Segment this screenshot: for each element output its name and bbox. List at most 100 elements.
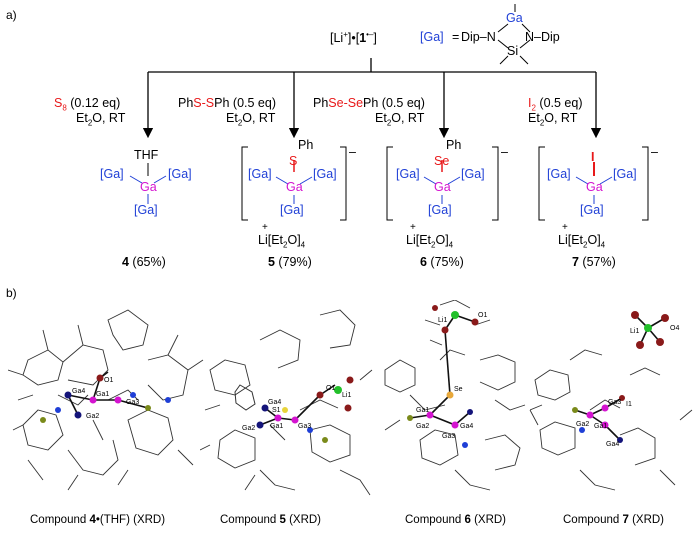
atom bbox=[344, 404, 352, 412]
atom bbox=[74, 411, 82, 419]
atom bbox=[462, 442, 468, 448]
atom-label: Ga2 bbox=[416, 423, 429, 430]
atom bbox=[661, 314, 669, 322]
product-6-yield: 6 (75%) bbox=[420, 255, 464, 269]
atom bbox=[631, 311, 639, 319]
product-5-ga-left: [Ga] bbox=[248, 167, 272, 181]
atom-label: O1 bbox=[326, 385, 335, 392]
product-5-yield: 5 (79%) bbox=[268, 255, 312, 269]
caption-compound-7: Compound 7 (XRD) bbox=[563, 514, 665, 526]
panel-b-label: b) bbox=[6, 286, 17, 300]
atom-label: Ga4 bbox=[606, 441, 619, 448]
product-5-charge: – bbox=[349, 145, 356, 159]
atom bbox=[644, 324, 652, 332]
reaction-scheme bbox=[129, 4, 649, 221]
atom bbox=[261, 404, 269, 412]
product-5-counterion: Li[Et2O]4 bbox=[258, 233, 306, 250]
atom bbox=[601, 421, 609, 429]
atom bbox=[579, 427, 585, 433]
atom-label: Li1 bbox=[342, 392, 351, 399]
xrd-structure-6: Li1 O1 Se Ga1 Ga2 Ga3 Ga4 bbox=[384, 300, 539, 491]
xrd-structure-7: Li1 O4 I1 Ga3 Ga1 Ga2 Ga4 bbox=[530, 311, 693, 491]
atom bbox=[441, 326, 449, 334]
atom bbox=[130, 392, 136, 398]
atom bbox=[346, 376, 354, 384]
atom bbox=[89, 396, 97, 404]
product-7-center-ga: Ga bbox=[586, 180, 603, 194]
atom-label: Ga1 bbox=[96, 391, 109, 398]
atom bbox=[40, 417, 46, 423]
product-6-ga-left: [Ga] bbox=[396, 167, 420, 181]
product-7-yield: 7 (57%) bbox=[572, 255, 616, 269]
atom-label: Li1 bbox=[630, 328, 639, 335]
atom bbox=[114, 396, 122, 404]
panel-a-label: a) bbox=[6, 8, 17, 22]
product-7-ga-right: [Ga] bbox=[613, 167, 637, 181]
route-1-reagent: S8 (0.12 eq) bbox=[54, 96, 121, 113]
product-6-charge: – bbox=[501, 145, 508, 159]
ring-ga-atom: Ga bbox=[506, 11, 523, 25]
product-5-ga-bottom: [Ga] bbox=[280, 203, 304, 217]
atom bbox=[407, 415, 413, 421]
product-6-ga-bottom: [Ga] bbox=[428, 203, 452, 217]
ga-definition-eq: = bbox=[452, 30, 460, 44]
product-5-s: S bbox=[289, 154, 298, 168]
atom-label: Li1 bbox=[438, 317, 447, 324]
atom bbox=[165, 397, 171, 403]
product-4-ga-bottom: [Ga] bbox=[134, 203, 158, 217]
atom bbox=[446, 391, 454, 399]
product-4-thf: THF bbox=[134, 148, 159, 162]
route-2-conditions: Et2O, RT bbox=[226, 111, 276, 128]
atom bbox=[334, 386, 342, 394]
atom bbox=[619, 395, 625, 401]
atom-label: Ga2 bbox=[242, 425, 255, 432]
atom bbox=[291, 416, 299, 424]
product-4-center-ga: Ga bbox=[140, 180, 157, 194]
atom-label: Ga1 bbox=[270, 423, 283, 430]
product-4-yield: 4 (65%) bbox=[122, 255, 166, 269]
atom-label: Ga3 bbox=[298, 423, 311, 430]
product-7-charge: – bbox=[651, 145, 658, 159]
atom-label: Se bbox=[454, 386, 463, 393]
atom bbox=[316, 391, 324, 399]
product-7-ga-left: [Ga] bbox=[547, 167, 571, 181]
product-7-ga-bottom: [Ga] bbox=[580, 203, 604, 217]
product-6-se: Se bbox=[434, 154, 450, 168]
caption-compound-5: Compound 5 (XRD) bbox=[220, 514, 322, 526]
product-4-ga-left: [Ga] bbox=[100, 167, 124, 181]
atom bbox=[256, 421, 264, 429]
atom bbox=[451, 311, 459, 319]
route-4-conditions: Et2O, RT bbox=[528, 111, 578, 128]
atom-label: I1 bbox=[626, 401, 632, 408]
atom bbox=[432, 305, 438, 311]
product-6-plus: + bbox=[410, 222, 416, 233]
caption-compound-4: Compound 4•(THF) (XRD) bbox=[30, 514, 166, 526]
atom-label: Ga1 bbox=[416, 407, 429, 414]
product-5-ph: Ph bbox=[298, 138, 314, 152]
product-7-i: I bbox=[591, 150, 595, 164]
atom-label: Ga1 bbox=[594, 423, 607, 430]
product-5-ga-right: [Ga] bbox=[313, 167, 337, 181]
atom bbox=[96, 374, 104, 382]
route-2-reagent: PhS-SPh (0.5 eq) bbox=[178, 96, 276, 110]
atom-label: Ga3 bbox=[126, 399, 139, 406]
atom-label: O1 bbox=[478, 312, 487, 319]
ring-si-atom: Si bbox=[507, 44, 519, 58]
atom bbox=[322, 437, 328, 443]
product-6-counterion: Li[Et2O]4 bbox=[406, 233, 454, 250]
atom bbox=[307, 427, 313, 433]
xrd-structure-5: O1 Li1 Ga4 S1 Ga1 Ga2 Ga3 bbox=[200, 309, 373, 496]
product-5-plus: + bbox=[262, 222, 268, 233]
ga-definition-label: [Ga] bbox=[420, 30, 444, 44]
atom bbox=[282, 407, 288, 413]
atom bbox=[145, 405, 151, 411]
atom-label: S1 bbox=[272, 407, 281, 414]
ring-n-right: N–Dip bbox=[525, 30, 560, 44]
atom-label: Ga4 bbox=[72, 388, 85, 395]
atom bbox=[467, 409, 473, 415]
atom bbox=[656, 338, 664, 346]
atom bbox=[64, 391, 72, 399]
route-3-conditions: Et2O, RT bbox=[375, 111, 425, 128]
atom-label: Ga2 bbox=[86, 413, 99, 420]
route-1-conditions: Et2O, RT bbox=[76, 111, 126, 128]
